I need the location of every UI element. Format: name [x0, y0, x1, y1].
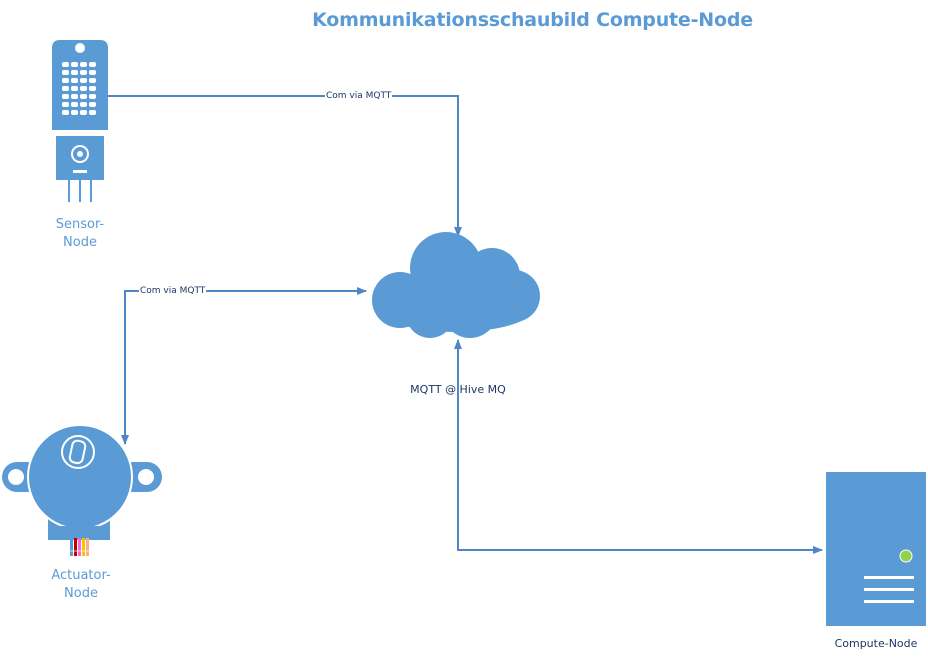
cloud-icon — [372, 232, 540, 338]
edge-label-sensor-broker: Com via MQTT — [325, 91, 393, 102]
sensor-node-label-line1: Sensor- — [55, 217, 105, 232]
edge-sensor-to-broker — [108, 95, 462, 237]
sensor-node-label-line2: Node — [63, 235, 97, 250]
stepper-motor-icon — [2, 424, 162, 556]
actuator-node-label-line1: Actuator- — [51, 568, 111, 583]
dht-sensor-module-icon — [52, 40, 108, 202]
diagram-title: Kommunikationsschaubild Compute-Node — [312, 9, 753, 31]
broker-label: MQTT @ Hive MQ — [410, 383, 506, 396]
server-tower-icon — [826, 472, 926, 626]
edge-broker-to-actuator — [121, 287, 367, 445]
edge-label-broker-actuator: Com via MQTT — [139, 286, 207, 297]
actuator-node-label: Actuator- Node — [36, 567, 126, 603]
actuator-node-label-line2: Node — [64, 586, 98, 601]
compute-node-label: Compute-Node — [834, 637, 918, 650]
edge-broker-to-compute — [454, 339, 823, 554]
sensor-node-label: Sensor- Node — [40, 216, 120, 252]
